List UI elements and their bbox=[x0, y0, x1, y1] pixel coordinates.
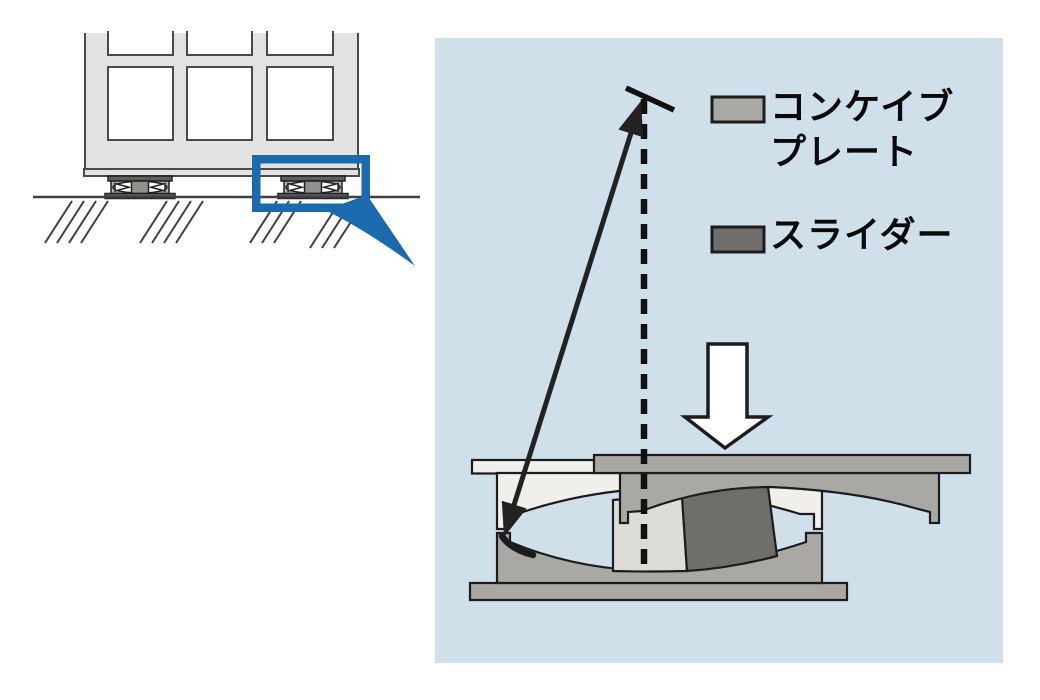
upper-concave-plate bbox=[618, 471, 941, 525]
callout-tail bbox=[325, 195, 415, 266]
contact-arc bbox=[498, 532, 537, 559]
mini-bearing-right bbox=[277, 175, 349, 200]
window bbox=[107, 31, 174, 56]
mini-triangle-right bbox=[148, 182, 166, 192]
slider bbox=[680, 485, 779, 573]
window bbox=[266, 31, 334, 56]
legend-concave-line2: プレート bbox=[770, 131, 919, 172]
swing-arrow-head-top bbox=[618, 101, 644, 138]
mini-triangle-left bbox=[114, 182, 132, 192]
legend-label-slider: スライダー bbox=[770, 212, 954, 257]
upper-top-plate bbox=[592, 453, 972, 475]
swing-arrow-head-bottom bbox=[501, 500, 527, 537]
mini-triangle-right bbox=[321, 182, 339, 192]
callout-box bbox=[252, 155, 370, 212]
building-base-slab bbox=[83, 168, 360, 177]
legend-label-concave-plate: コンケイブ プレート bbox=[770, 84, 954, 174]
window bbox=[186, 31, 253, 56]
legend-swatch-concave-plate bbox=[710, 95, 766, 124]
window bbox=[186, 66, 253, 141]
window bbox=[107, 66, 174, 141]
legend-concave-line1: コンケイブ bbox=[770, 86, 955, 127]
window bbox=[266, 66, 334, 141]
mini-triangle-left bbox=[287, 182, 305, 192]
building-illustration bbox=[33, 31, 420, 266]
pivot-bar bbox=[624, 85, 676, 113]
mini-bearing-left bbox=[104, 175, 176, 200]
swing-radius-arrow bbox=[501, 101, 644, 537]
base-plate bbox=[468, 581, 849, 602]
detail-panel bbox=[435, 38, 1003, 663]
swing-arrow-shaft bbox=[511, 132, 634, 506]
load-arrow bbox=[679, 342, 774, 451]
legend-slider-text: スライダー bbox=[770, 214, 954, 255]
legend-swatch-slider bbox=[710, 225, 766, 254]
mini-slider-block bbox=[130, 180, 150, 195]
mini-slider-block bbox=[303, 180, 323, 195]
